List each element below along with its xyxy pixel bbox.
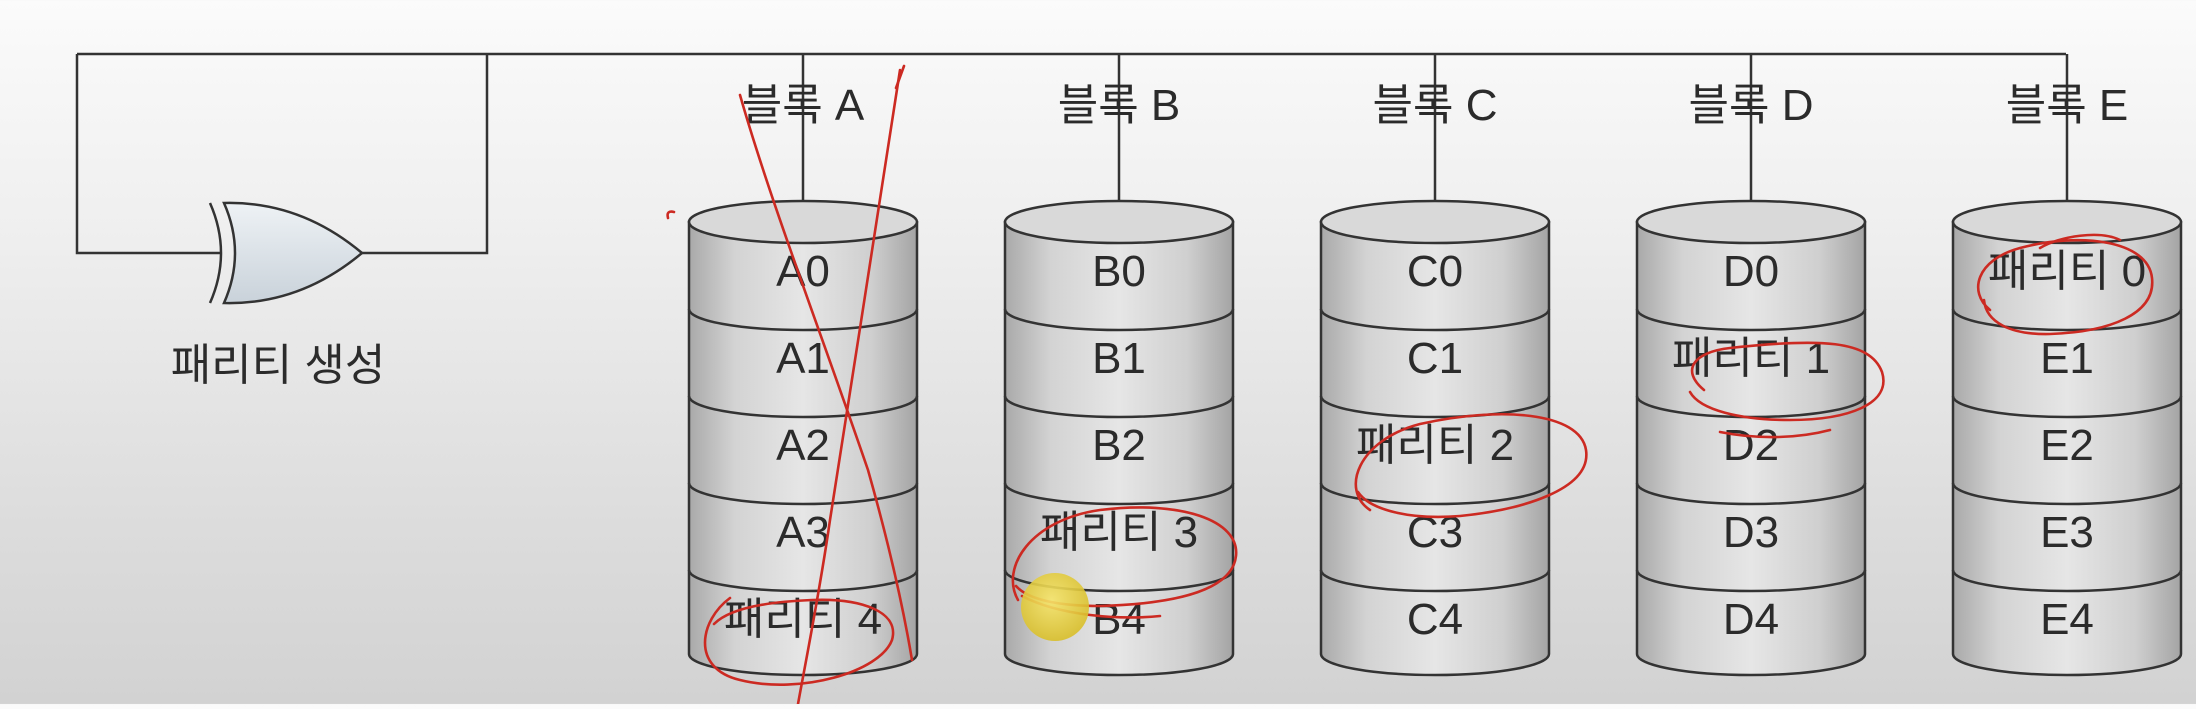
strike-line-a-1 <box>738 93 914 662</box>
pointer-highlight <box>1021 573 1089 641</box>
disk-top <box>1319 199 1551 245</box>
data-cell: B1 <box>1092 334 1146 383</box>
data-cell: A3 <box>776 508 830 557</box>
parity-generator-label: 패리티 생성 <box>171 341 386 390</box>
data-cell: E2 <box>2040 421 2094 470</box>
disk-body <box>1951 220 2183 677</box>
data-cell: B4 <box>1092 595 1146 644</box>
feedback-loop-line <box>75 54 222 255</box>
stripe-divider <box>687 395 919 419</box>
stripe-divider <box>1319 308 1551 332</box>
circle-parity-4 <box>703 596 895 686</box>
data-cell: A1 <box>776 334 830 383</box>
data-cell: C0 <box>1407 247 1463 296</box>
stripe-divider <box>1635 308 1867 332</box>
stripe-divider <box>1003 308 1235 332</box>
stripe-divider <box>1003 395 1235 419</box>
disk-body <box>1003 220 1235 677</box>
stripe-divider <box>687 569 919 593</box>
disk-title: 블록 D <box>1689 81 1814 130</box>
data-cell: D0 <box>1723 247 1779 296</box>
parity-cell: 패리티 3 <box>1040 508 1198 557</box>
stripe-divider <box>1951 308 2183 332</box>
xor-gate-icon <box>208 201 364 305</box>
data-cell: E4 <box>2040 595 2094 644</box>
disk-body <box>1635 220 1867 677</box>
stripe-divider <box>687 482 919 506</box>
data-cell: D3 <box>1723 508 1779 557</box>
data-cell: B0 <box>1092 247 1146 296</box>
data-cell: D2 <box>1723 421 1779 470</box>
stripe-divider <box>1319 569 1551 593</box>
data-cell: E1 <box>2040 334 2094 383</box>
data-cell: A2 <box>776 421 830 470</box>
circle-parity-1 <box>1688 341 1885 439</box>
circle-parity-2 <box>1354 412 1588 519</box>
data-cell: C1 <box>1407 334 1463 383</box>
data-cell: E3 <box>2040 508 2094 557</box>
data-cell: C4 <box>1407 595 1463 644</box>
disk-body <box>1319 220 1551 677</box>
stripe-divider <box>1003 482 1235 506</box>
disk-title: 블록 C <box>1373 81 1498 130</box>
disk-title: 블록 E <box>2006 81 2129 130</box>
xor-gate-body <box>222 201 364 305</box>
data-cell: B2 <box>1092 421 1146 470</box>
disk-top <box>1635 199 1867 245</box>
disk-top <box>1003 199 1235 245</box>
stripe-divider <box>687 308 919 332</box>
stripe-divider <box>1951 395 2183 419</box>
stray-mark <box>666 210 676 220</box>
circle-parity-0 <box>1976 233 2154 336</box>
disk-top <box>1951 199 2183 245</box>
disk-title: 블록 A <box>742 81 865 130</box>
stripe-divider <box>1319 395 1551 419</box>
xor-gate-back-arc <box>208 202 223 304</box>
parity-cell: 패리티 2 <box>1356 421 1514 470</box>
stripe-divider <box>1951 482 2183 506</box>
disk-title: 블록 B <box>1058 81 1181 130</box>
parity-cell: 패리티 1 <box>1672 334 1830 383</box>
stripe-divider <box>1319 482 1551 506</box>
stripe-divider <box>1635 482 1867 506</box>
data-cell: D4 <box>1723 595 1779 644</box>
strike-tick-a <box>894 64 906 90</box>
disk-top <box>687 199 919 245</box>
stripe-divider <box>1951 569 2183 593</box>
strike-line-a-2 <box>796 68 902 706</box>
parity-cell: 패리티 0 <box>1988 247 2146 296</box>
gate-output-line <box>362 54 489 255</box>
stripe-divider <box>1635 569 1867 593</box>
bus-wiring <box>75 52 2066 255</box>
